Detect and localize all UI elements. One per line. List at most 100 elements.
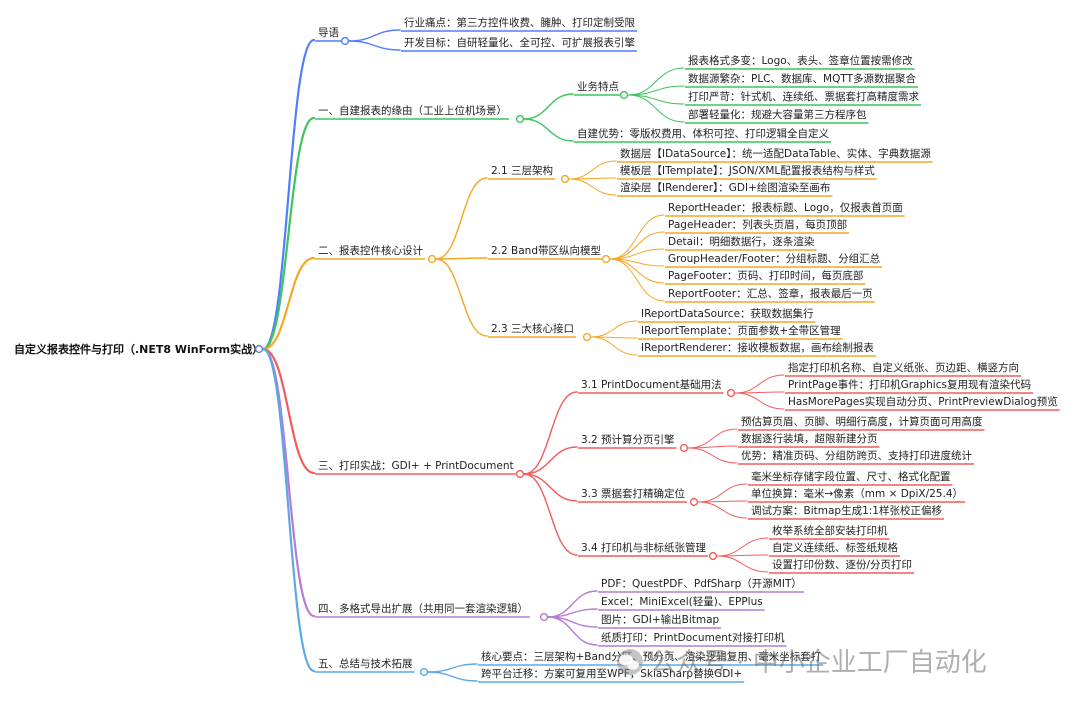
subtopic-1-2[interactable]: 开发目标：自研轻量化、全可控、可扩展报表引擎 bbox=[404, 36, 635, 49]
collapse-toggle[interactable] bbox=[427, 254, 437, 264]
collapse-toggle[interactable] bbox=[619, 90, 629, 100]
connector bbox=[523, 446, 578, 475]
branch-4-topic[interactable]: 三、打印实战：GDI+ + PrintDocument bbox=[318, 459, 514, 472]
leaf-4-4-3[interactable]: 设置打印份数、逐份/分页打印 bbox=[772, 558, 912, 571]
connector bbox=[609, 258, 665, 302]
collapse-toggle[interactable] bbox=[419, 667, 429, 677]
leaf-3-3-3[interactable]: IReportRenderer：接收模板数据，画布绘制报表 bbox=[641, 341, 874, 354]
connector bbox=[523, 473, 578, 556]
collapse-toggle[interactable] bbox=[340, 36, 350, 46]
subtopic-5-3[interactable]: 图片：GDI+输出Bitmap bbox=[601, 613, 720, 626]
leaf-2-1-1[interactable]: 报表格式多变：Logo、表头、签章位置按需修改 bbox=[688, 54, 913, 67]
connector bbox=[435, 257, 488, 260]
subtopic-4-4[interactable]: 3.4 打印机与非标纸张管理 bbox=[581, 541, 707, 554]
collapse-toggle[interactable] bbox=[582, 332, 592, 342]
leaf-3-2-1[interactable]: ReportHeader：报表标题、Logo，仅报表首页面 bbox=[668, 201, 903, 214]
leaf-3-3-1[interactable]: IReportDataSource：获取数据集行 bbox=[641, 307, 814, 320]
collapse-toggle[interactable] bbox=[560, 174, 570, 184]
leaf-3-2-2[interactable]: PageHeader：列表头页眉，每页顶部 bbox=[668, 218, 847, 231]
connector bbox=[697, 483, 748, 503]
connector bbox=[261, 347, 316, 618]
subtopic-3-2[interactable]: 2.2 Band带区纵向模型 bbox=[491, 244, 601, 257]
connector bbox=[734, 374, 785, 394]
wechat-icon bbox=[617, 649, 643, 675]
connector bbox=[716, 555, 769, 573]
connector bbox=[261, 116, 316, 351]
leaf-4-2-3[interactable]: 优势：精准页码、分组防跨页、支持打印进度统计 bbox=[741, 449, 972, 462]
connector bbox=[590, 320, 638, 338]
leaf-4-2-1[interactable]: 预估算页眉、页脚、明细行高度，计算页面可用高度 bbox=[741, 415, 983, 428]
root-topic[interactable]: 自定义报表控件与打印（.NET8 WinForm实战） bbox=[14, 342, 263, 356]
leaf-4-1-2[interactable]: PrintPage事件：打印机Graphics复用现有渲染代码 bbox=[788, 378, 1031, 391]
leaf-4-3-2[interactable]: 单位换算：毫米→像素（mm × DpiX/25.4） bbox=[751, 487, 963, 500]
branch-1-topic[interactable]: 导语 bbox=[318, 27, 339, 39]
subtopic-5-1[interactable]: PDF：QuestPDF、PdfSharp（开源MIT） bbox=[601, 577, 802, 590]
collapse-toggle[interactable] bbox=[254, 344, 264, 354]
leaf-3-1-3[interactable]: 渲染层【IRenderer】：GDI+绘图渲染至画布 bbox=[620, 181, 830, 194]
connector bbox=[523, 118, 574, 142]
connector bbox=[261, 38, 316, 351]
leaf-3-2-6[interactable]: ReportFooter：汇总、签章，报表最后一页 bbox=[668, 287, 873, 300]
connector bbox=[590, 336, 638, 356]
connector bbox=[523, 473, 578, 502]
subtopic-2-2[interactable]: 自建优势：零版权费用、体积可控、打印逻辑全自定义 bbox=[577, 127, 829, 140]
leaf-3-2-4[interactable]: GroupHeader/Footer：分组标题、分组汇总 bbox=[668, 252, 881, 265]
connector bbox=[716, 537, 769, 557]
leaf-2-1-2[interactable]: 数据源繁杂：PLC、数据库、MQTT多源数据聚合 bbox=[688, 72, 916, 85]
collapse-toggle[interactable] bbox=[539, 612, 549, 622]
leaf-4-2-2[interactable]: 数据逐行装填，超限新建分页 bbox=[741, 432, 878, 445]
leaf-4-3-3[interactable]: 调试方案：Bitmap生成1:1样张校正偏移 bbox=[751, 504, 942, 517]
collapse-toggle[interactable] bbox=[679, 443, 689, 453]
subtopic-3-3[interactable]: 2.3 三大核心接口 bbox=[491, 322, 574, 335]
branch-2-topic[interactable]: 一、自建报表的缘由（工业上位机场景） bbox=[318, 104, 507, 117]
leaf-3-2-3[interactable]: Detail：明细数据行，逐条渲染 bbox=[668, 235, 815, 248]
subtopic-5-4[interactable]: 纸质打印：PrintDocument对接打印机 bbox=[601, 631, 785, 644]
branch-3-topic[interactable]: 二、报表控件核心设计 bbox=[318, 244, 423, 257]
leaf-4-1-1[interactable]: 指定打印机名称、自定义纸张、页边距、横竖方向 bbox=[788, 361, 1019, 374]
leaf-2-1-4[interactable]: 部署轻量化：规避大容量第三方程序包 bbox=[688, 108, 867, 121]
connector bbox=[427, 671, 478, 682]
connector bbox=[348, 40, 401, 51]
subtopic-2-1[interactable]: 业务特点 bbox=[577, 80, 619, 93]
subtopic-4-3[interactable]: 3.3 票据套打精确定位 bbox=[581, 487, 686, 500]
connector bbox=[435, 177, 488, 260]
connector bbox=[568, 178, 617, 196]
connector bbox=[627, 85, 685, 96]
collapse-toggle[interactable] bbox=[689, 497, 699, 507]
subtopic-1-1[interactable]: 行业痛点：第三方控件收费、臃肿、打印定制受限 bbox=[404, 16, 635, 29]
connector bbox=[523, 93, 574, 120]
node-layer: 自定义报表控件与打印（.NET8 WinForm实战） 导语 行业痛点：第三方控件收… bbox=[14, 16, 1060, 683]
subtopic-4-1[interactable]: 3.1 PrintDocument基础用法 bbox=[581, 378, 722, 391]
leaf-3-3-2[interactable]: IReportTemplate：页面参数+全带区管理 bbox=[641, 324, 841, 337]
subtopic-3-1[interactable]: 2.1 三层架构 bbox=[491, 164, 553, 177]
leaf-3-1-1[interactable]: 数据层【IDataSource】：统一适配DataTable、实体、字典数据源 bbox=[620, 147, 931, 160]
subtopic-5-2[interactable]: Excel：MiniExcel(轻量)、EPPlus bbox=[601, 595, 763, 608]
connector bbox=[348, 29, 401, 42]
leaf-4-1-3[interactable]: HasMorePages实现自动分页、PrintPreviewDialog预览 bbox=[788, 395, 1058, 408]
collapse-toggle[interactable] bbox=[708, 551, 718, 561]
connector bbox=[687, 447, 738, 464]
leaf-4-3-1[interactable]: 毫米坐标存储字段位置、尺寸、格式化配置 bbox=[751, 470, 951, 483]
branch-5-topic[interactable]: 四、多格式导出扩展（共用同一套渲染逻辑） bbox=[318, 602, 528, 615]
subtopic-4-2[interactable]: 3.2 预计算分页引擎 bbox=[581, 433, 675, 446]
leaf-2-1-3[interactable]: 打印严苛：针式机、连续纸、票据套打高精度需求 bbox=[688, 90, 919, 103]
connector bbox=[609, 214, 665, 260]
connector bbox=[261, 347, 316, 673]
leaf-3-1-2[interactable]: 模板层【ITemplate】：JSON/XML配置报表结构与样式 bbox=[620, 164, 875, 177]
leaf-4-4-1[interactable]: 枚举系统全部安装打印机 bbox=[772, 524, 888, 537]
connector bbox=[568, 160, 617, 180]
collapse-toggle[interactable] bbox=[515, 469, 525, 479]
collapse-toggle[interactable] bbox=[601, 254, 611, 264]
connector bbox=[627, 94, 685, 123]
collapse-toggle[interactable] bbox=[726, 388, 736, 398]
watermark: 公众号 · 中小企业工厂自动化 bbox=[617, 648, 987, 678]
subtopic-6-1[interactable]: 核心要点：三层架构+Band分区、预分页、渲染逻辑复用、毫米坐标套打 bbox=[481, 650, 822, 663]
leaf-3-2-5[interactable]: PageFooter：页码、打印时间，每页底部 bbox=[668, 269, 863, 282]
connector bbox=[435, 258, 488, 337]
branch-6-topic[interactable]: 五、总结与技术拓展 bbox=[318, 657, 413, 670]
connector bbox=[697, 501, 748, 519]
collapse-toggle[interactable] bbox=[515, 114, 525, 124]
subtopic-6-2[interactable]: 跨平台迁移：方案可复用至WPF，SkiaSharp替换GDI+ bbox=[481, 667, 742, 680]
leaf-4-4-2[interactable]: 自定义连续纸、标签纸规格 bbox=[772, 541, 898, 554]
